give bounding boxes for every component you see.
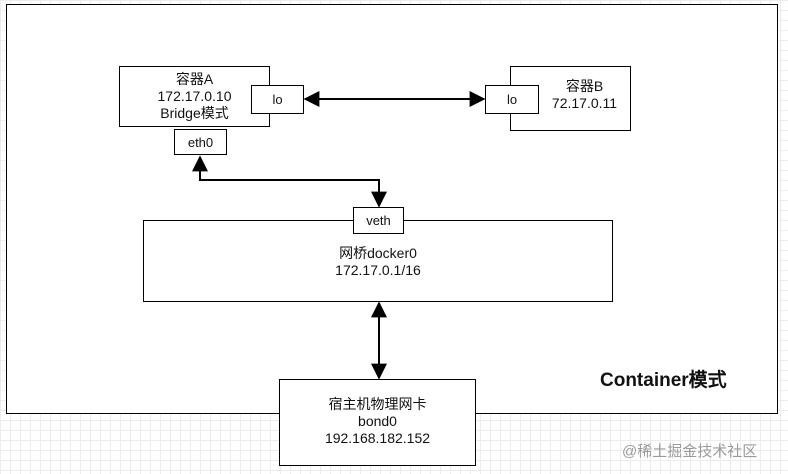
- container-a-lo-label: lo: [272, 92, 283, 107]
- veth-port: veth: [353, 207, 404, 234]
- bridge-ip: 172.17.0.1/16: [335, 262, 421, 278]
- container-a-box: 容器A 172.17.0.10 Bridge模式: [119, 66, 270, 127]
- container-a-mode: Bridge模式: [160, 105, 229, 121]
- host-nic-ip: 192.168.182.152: [324, 430, 431, 446]
- container-a-eth0-port: eth0: [174, 129, 227, 155]
- container-a-lo-port: lo: [251, 85, 304, 114]
- host-nic-iface: bond0: [358, 413, 397, 429]
- container-b-lo-label: lo: [506, 92, 518, 107]
- container-a-eth0-label: eth0: [187, 134, 214, 150]
- container-b-lo-port: lo: [485, 85, 539, 114]
- bridge-name: 网桥docker0: [339, 245, 417, 261]
- host-nic-title: 宿主机物理网卡: [328, 396, 427, 412]
- container-a-ip: 172.17.0.10: [157, 88, 232, 104]
- container-mode-label: Container模式: [600, 370, 727, 391]
- container-b-title: 容器B: [565, 78, 604, 94]
- host-nic-box: 宿主机物理网卡 bond0 192.168.182.152: [279, 379, 476, 466]
- container-b-ip: 72.17.0.11: [551, 95, 618, 111]
- veth-label: veth: [366, 213, 391, 228]
- container-a-title: 容器A: [175, 71, 214, 87]
- watermark: @稀土掘金技术社区: [622, 443, 758, 460]
